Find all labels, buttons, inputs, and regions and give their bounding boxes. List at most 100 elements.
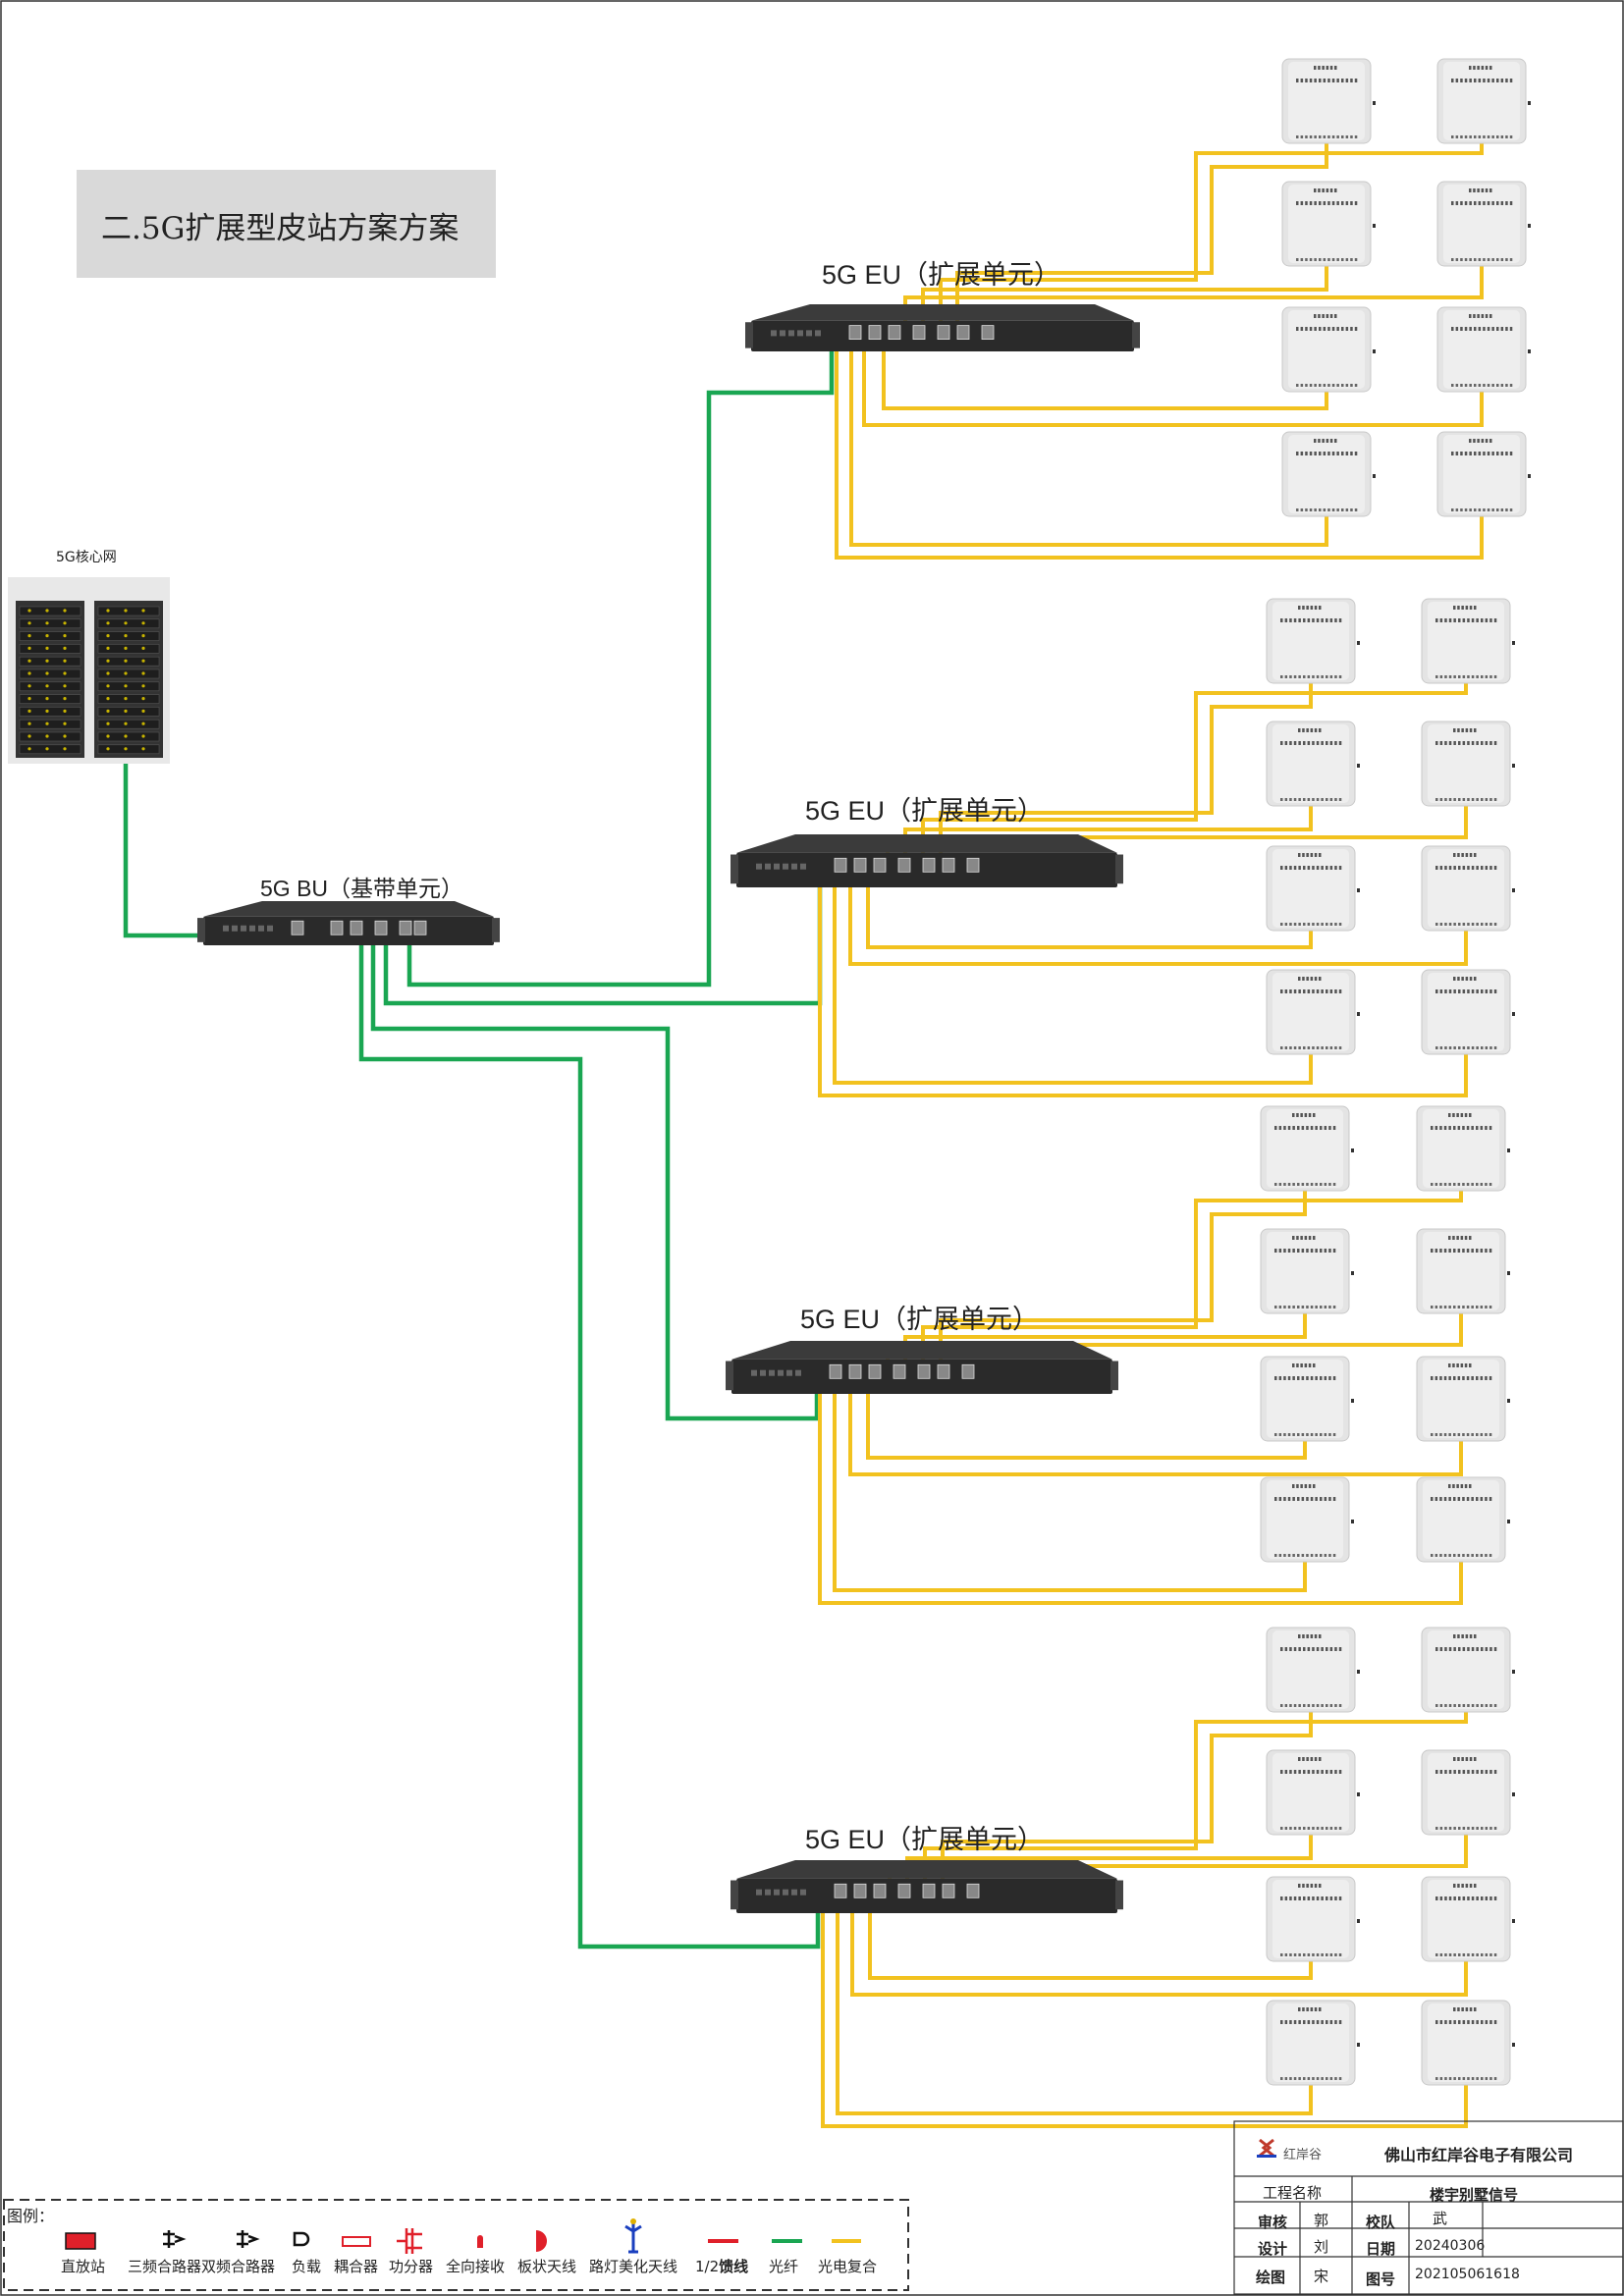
eu-3-ap-2-port — [1439, 1183, 1442, 1186]
eu-3-ap-5-port — [1301, 1433, 1305, 1436]
eu-unit-1-vent — [780, 330, 785, 337]
legend-label-composite: 光电复合 — [818, 2258, 878, 2275]
eu-3-ap-8-port — [1443, 1554, 1447, 1557]
eu-4-ap-7-port — [1303, 2077, 1306, 2080]
eu-3-ap-5-port — [1328, 1376, 1331, 1380]
eu-1-ap-3-port — [1323, 201, 1326, 205]
eu-3-ap-6-port — [1466, 1376, 1470, 1380]
eu-2-ap-2-port — [1485, 618, 1489, 622]
eu-2-ap-2-port — [1489, 675, 1492, 678]
eu-2-ap-7-port — [1310, 977, 1314, 981]
eu-4-ap-1-port — [1321, 1704, 1324, 1707]
eu-2-ap-6-port — [1444, 866, 1447, 870]
eu-2-ap-6-port — [1493, 923, 1497, 926]
eu-1-ap-3-port — [1331, 201, 1335, 205]
eu-3-ap-6 — [1416, 1356, 1510, 1442]
eu-2-ap-3-port — [1338, 741, 1342, 745]
eu-4-ap-8-port — [1462, 2077, 1466, 2080]
eu-1-ap-4-port — [1496, 201, 1499, 205]
eu-3-ap-6-port — [1448, 1376, 1451, 1380]
eu-2-ap-5-port — [1289, 866, 1292, 870]
eu-3-ap-5-port — [1320, 1376, 1323, 1380]
eu-3-ap-5-led — [1351, 1399, 1354, 1403]
eu-3-ap-7-port — [1287, 1497, 1291, 1501]
eu-1-ap-8-port — [1469, 439, 1472, 443]
eu-4-ap-1-port — [1284, 1704, 1288, 1707]
review-label: 审核 — [1258, 2214, 1288, 2231]
eu-4-ap-7-port — [1293, 2020, 1297, 2024]
omni-antenna-icon — [477, 2235, 483, 2248]
eu-3-ap-6-port — [1480, 1433, 1484, 1436]
eu-1-ap-3-port — [1305, 258, 1308, 261]
eu-2-ap-8-port — [1471, 1046, 1475, 1049]
eu-1-ap-4-port — [1487, 201, 1490, 205]
eu-2-ap-1-port — [1303, 675, 1306, 678]
eu-3-ap-8-port — [1476, 1497, 1479, 1501]
eu-4-composite-cable-3 — [850, 1895, 1468, 1997]
eu-2-ap-7-port — [1289, 1046, 1292, 1049]
eu-2-ap-6-port — [1457, 853, 1460, 857]
eu-1-ap-5-port — [1331, 384, 1335, 387]
eu-2-ap-5-port — [1306, 853, 1309, 857]
eu-1-ap-2-port — [1500, 79, 1504, 82]
eu-2-ap-6-port — [1467, 866, 1470, 870]
eu-1-composite-cable-1 — [835, 334, 1484, 560]
eu-1-ap-4-port — [1500, 201, 1504, 205]
eu-2-ap-5-port — [1284, 923, 1288, 926]
eu-4-ap-5-port — [1284, 1896, 1288, 1900]
eu-2-ap-3-port — [1326, 741, 1328, 745]
eu-4-ap-8-port — [1462, 2020, 1466, 2024]
eu-4-ap-4-port — [1453, 1770, 1456, 1774]
eu-3-ap-7-port — [1308, 1484, 1312, 1488]
eu-4-ap-3-port — [1334, 1827, 1337, 1830]
core-server-led — [141, 671, 145, 675]
eu-1-ap-8-port — [1451, 452, 1454, 455]
eu-4-ap-2 — [1421, 1627, 1515, 1713]
legend-label-panel: 板状天线 — [517, 2258, 577, 2275]
legend-label-repeater: 直放站 — [61, 2258, 106, 2275]
eu-4-ap-3-port — [1334, 1770, 1337, 1774]
eu-3-ap-5-port — [1292, 1433, 1295, 1436]
eu-4-ap-8-port — [1471, 2077, 1475, 2080]
eu-unit-2-vent — [774, 863, 780, 870]
eu-2-ap-8-port — [1474, 977, 1477, 981]
eu-1-ap-5-port — [1309, 327, 1313, 331]
eu-1-ap-8-port — [1474, 452, 1477, 455]
eu-1-ap-7-port — [1314, 508, 1317, 511]
eu-3-ap-2-port — [1469, 1113, 1472, 1117]
eu-4-ap-4 — [1421, 1749, 1515, 1836]
eu-4-ap-7-port — [1284, 2020, 1288, 2024]
eu-2-ap-2-port — [1474, 606, 1477, 610]
eu-3-ap-8-port — [1466, 1497, 1470, 1501]
eu-2-ap-6-port — [1471, 866, 1475, 870]
eu-3-ap-1-port — [1310, 1183, 1314, 1186]
title-block-frame — [1233, 2120, 1624, 2295]
eu-2-ap-6-port — [1439, 866, 1443, 870]
eu-2-ap-7-port — [1280, 989, 1283, 993]
eu-3-ap-4-port — [1453, 1249, 1456, 1253]
eu-4-ap-3-port — [1312, 1770, 1315, 1774]
eu-4-ap-7-port — [1326, 2020, 1328, 2024]
eu-3-ap-3 — [1260, 1228, 1354, 1314]
eu-4-ap-4-port — [1467, 1827, 1470, 1830]
eu-4-ap-1-port — [1280, 1647, 1283, 1651]
eu-2-ap-1-port — [1314, 606, 1318, 610]
eu-4-ap-5-port — [1307, 1896, 1311, 1900]
eu-2-ap-4-port — [1448, 741, 1452, 745]
eu-2-ap-2-port — [1461, 606, 1464, 610]
eu-4-ap-2-port — [1467, 1704, 1470, 1707]
eu-2-ap-2-port — [1462, 618, 1466, 622]
eu-1-ap-2-port — [1505, 135, 1508, 138]
eu-4-ap-6-port — [1489, 1953, 1492, 1956]
eu-3-ap-5-port — [1324, 1433, 1327, 1436]
core-server-led — [124, 747, 128, 751]
eu-1-composite-cable-7 — [939, 143, 1484, 334]
eu-3-ap-7-port — [1278, 1497, 1282, 1501]
core-server-led — [45, 646, 49, 651]
eu-4-ap-2-port — [1489, 1647, 1492, 1651]
eu-3-ap-8-port — [1489, 1554, 1492, 1557]
eu-4-ap-7-port — [1298, 2020, 1301, 2024]
eu-2-ap-3-port — [1334, 798, 1337, 801]
eu-4-ap-5-port — [1312, 1896, 1315, 1900]
eu-1-composite-cable-4 — [882, 334, 1328, 410]
